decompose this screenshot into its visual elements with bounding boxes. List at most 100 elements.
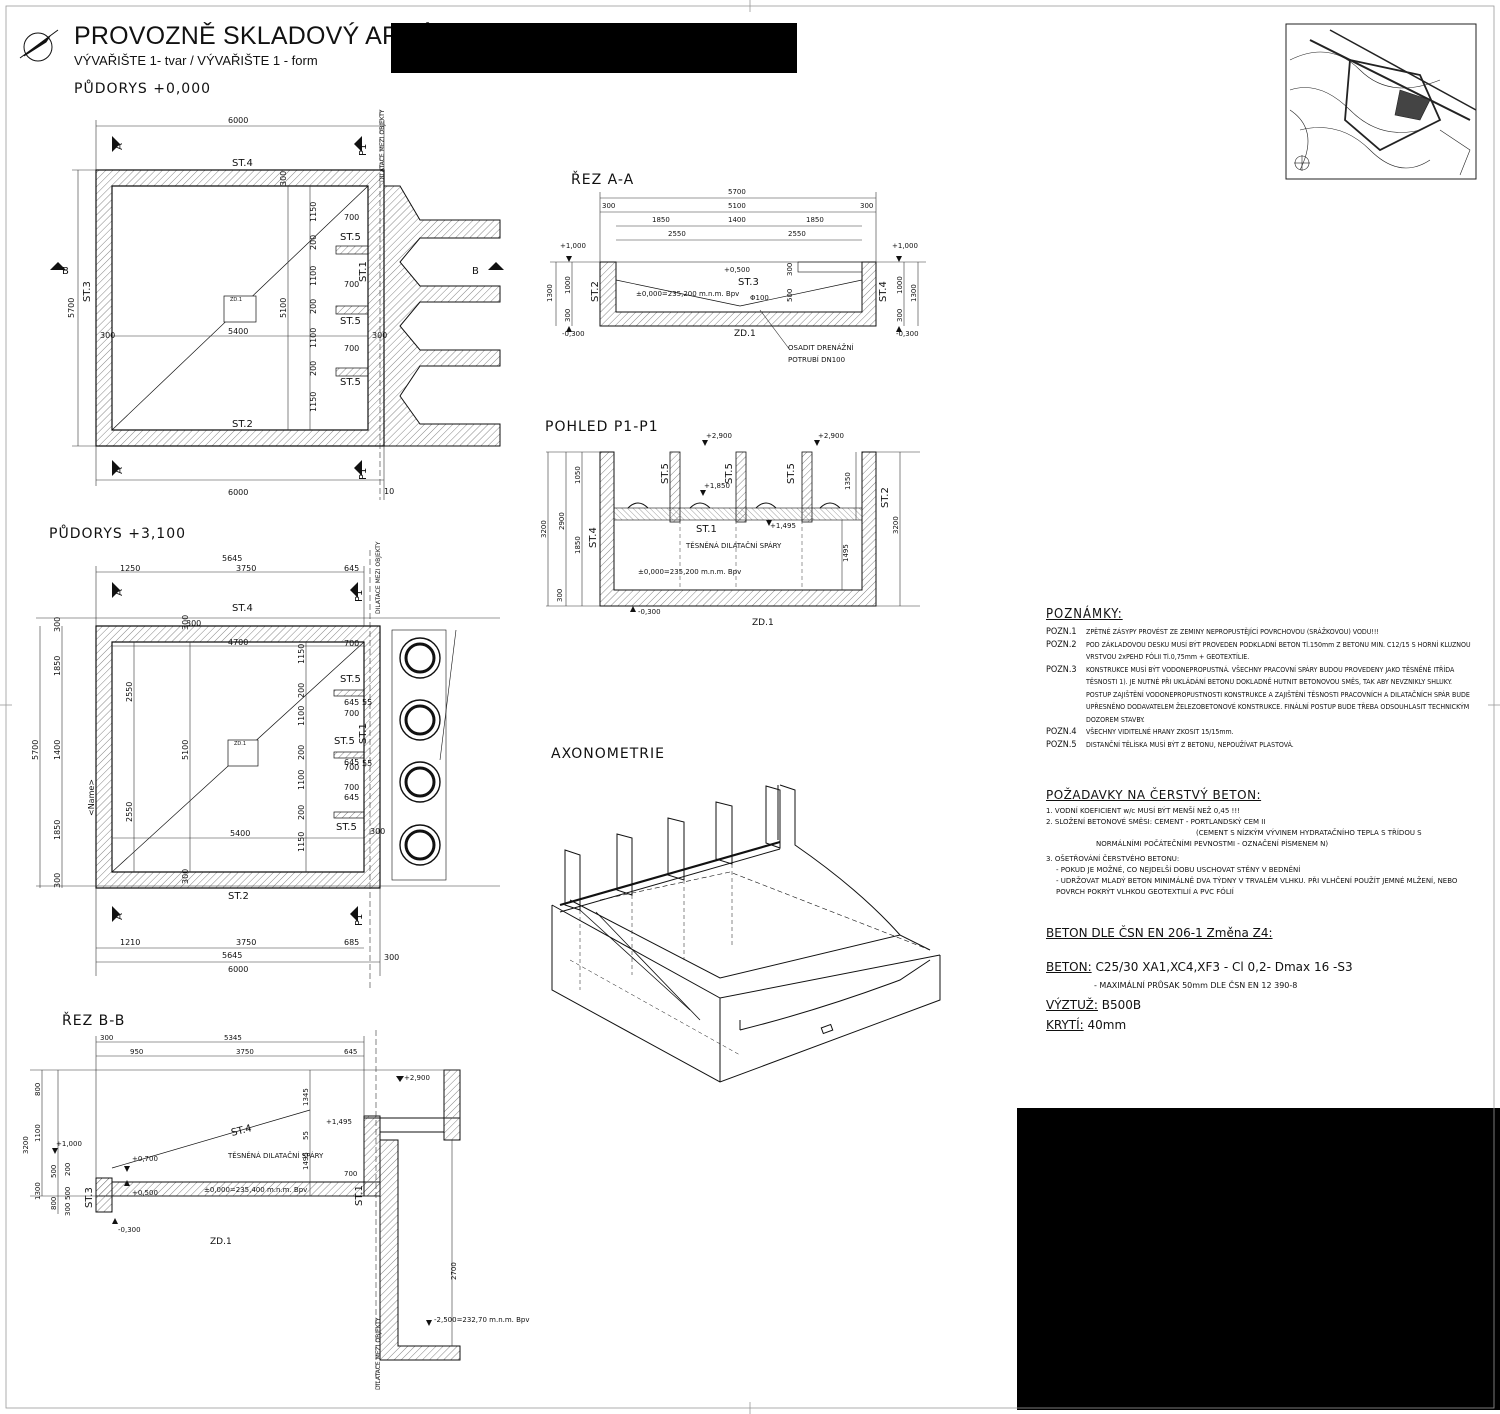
redacted-block-bottom xyxy=(1017,1108,1500,1410)
svg-text:1000: 1000 xyxy=(564,276,572,294)
spec-reinforcement: VÝZTUŽ: B500B xyxy=(1046,998,1142,1012)
svg-text:500: 500 xyxy=(786,289,794,302)
svg-text:1850: 1850 xyxy=(652,216,670,224)
svg-text:3750: 3750 xyxy=(236,564,256,573)
svg-text:ST.5: ST.5 xyxy=(660,463,671,484)
svg-text:B: B xyxy=(472,266,479,277)
svg-text:5400: 5400 xyxy=(230,829,250,838)
svg-text:1300: 1300 xyxy=(910,284,918,302)
svg-text:1850: 1850 xyxy=(53,820,62,840)
svg-text:ST.4: ST.4 xyxy=(232,158,253,169)
svg-text:200: 200 xyxy=(297,805,306,820)
svg-text:200: 200 xyxy=(309,299,318,314)
svg-text:700: 700 xyxy=(344,213,359,222)
svg-text:ST.5: ST.5 xyxy=(340,232,361,243)
svg-text:700: 700 xyxy=(344,709,359,718)
svg-text:Φ100: Φ100 xyxy=(750,294,769,302)
svg-text:2550: 2550 xyxy=(668,230,686,238)
svg-text:200: 200 xyxy=(309,235,318,250)
svg-text:300: 300 xyxy=(186,619,201,628)
svg-text:-0,300: -0,300 xyxy=(562,330,585,338)
svg-text:200: 200 xyxy=(309,361,318,376)
svg-text:200: 200 xyxy=(64,1163,72,1176)
svg-text:5100: 5100 xyxy=(181,740,190,760)
svg-text:ST.2: ST.2 xyxy=(232,419,253,430)
section-aa-outline xyxy=(550,192,926,351)
section-bb-outline xyxy=(30,1030,461,1390)
svg-text:1100: 1100 xyxy=(297,770,306,790)
view-p1-labels: +2,900 +2,900 +1,850 +1,495 ±0,000=235,2… xyxy=(540,432,900,628)
svg-text:ST.5: ST.5 xyxy=(334,736,355,747)
svg-text:-0,300: -0,300 xyxy=(896,330,919,338)
svg-text:2550: 2550 xyxy=(125,802,134,822)
svg-text:10: 10 xyxy=(384,487,394,496)
svg-text:1100: 1100 xyxy=(34,1124,42,1142)
requirement-line: (CEMENT S NÍZKÝM VÝVINEM HYDRATAČNÍHO TE… xyxy=(1196,829,1422,837)
concrete-norm-heading: BETON DLE ČSN EN 206-1 Změna Z4: xyxy=(1046,926,1273,940)
spec-concrete-note: - MAXIMÁLNÍ PRŮSAK 50mm DLE ČSN EN 12 39… xyxy=(1094,981,1298,990)
svg-text:TĚSNĚNÁ DILATAČNÍ SPÁRY: TĚSNĚNÁ DILATAČNÍ SPÁRY xyxy=(227,1151,324,1160)
svg-text:55: 55 xyxy=(362,698,372,707)
svg-text:300: 300 xyxy=(279,171,288,186)
view-title-plan-3100: PŮDORYS +3,100 xyxy=(49,526,187,542)
svg-text:P1: P1 xyxy=(358,468,369,480)
svg-text:1150: 1150 xyxy=(309,202,318,222)
svg-text:645: 645 xyxy=(344,698,359,707)
svg-text:6000: 6000 xyxy=(228,488,248,497)
svg-text:1850: 1850 xyxy=(53,656,62,676)
svg-text:1150: 1150 xyxy=(309,392,318,412)
svg-text:DILATACE MEZI OBJEKTY: DILATACE MEZI OBJEKTY xyxy=(375,1317,382,1390)
svg-text:300: 300 xyxy=(100,1034,113,1042)
svg-text:ST.1: ST.1 xyxy=(358,261,369,282)
svg-text:1495: 1495 xyxy=(302,1152,310,1170)
svg-text:B: B xyxy=(62,266,69,277)
svg-text:ZD.1: ZD.1 xyxy=(734,329,756,339)
svg-text:ST.1: ST.1 xyxy=(354,1185,365,1206)
view-p1-outline xyxy=(546,440,920,612)
svg-text:1495: 1495 xyxy=(842,544,850,562)
svg-text:A: A xyxy=(114,913,125,920)
svg-text:ST.3: ST.3 xyxy=(84,1187,95,1208)
svg-text:3750: 3750 xyxy=(236,938,256,947)
svg-text:300: 300 xyxy=(602,202,615,210)
section-bb-labels: 5345 300 950 3750 645 +2,900 +1,495 +0,7… xyxy=(22,1034,530,1390)
svg-text:3200: 3200 xyxy=(540,520,548,538)
svg-text:300: 300 xyxy=(370,827,385,836)
svg-text:5100: 5100 xyxy=(279,298,288,318)
svg-text:P1: P1 xyxy=(354,914,365,926)
svg-text:300: 300 xyxy=(53,873,62,888)
redacted-block-top xyxy=(391,23,797,73)
svg-text:+1,000: +1,000 xyxy=(892,242,918,250)
svg-text:1345: 1345 xyxy=(302,1088,310,1106)
svg-text:1250: 1250 xyxy=(120,564,140,573)
svg-text:300: 300 xyxy=(181,869,190,884)
svg-text:700: 700 xyxy=(344,344,359,353)
svg-text:1100: 1100 xyxy=(309,266,318,286)
svg-text:300: 300 xyxy=(564,309,572,322)
svg-text:800: 800 xyxy=(50,1197,58,1210)
svg-text:2550: 2550 xyxy=(788,230,806,238)
view-title-axonometry: AXONOMETRIE xyxy=(551,746,665,762)
svg-text:ST.4: ST.4 xyxy=(588,527,599,548)
svg-text:A: A xyxy=(114,467,125,474)
requirement-line: 1. VODNÍ KOEFICIENT w/c MUSÍ BÝT MENŠÍ N… xyxy=(1046,807,1240,815)
svg-text:5100: 5100 xyxy=(728,202,746,210)
svg-text:1150: 1150 xyxy=(297,832,306,852)
svg-text:685: 685 xyxy=(344,938,359,947)
svg-text:+1,000: +1,000 xyxy=(560,242,586,250)
svg-text:200: 200 xyxy=(297,683,306,698)
svg-text:2700: 2700 xyxy=(450,1262,458,1280)
svg-text:ZD.1: ZD.1 xyxy=(210,1237,232,1247)
svg-text:A: A xyxy=(114,589,125,596)
svg-text:+2,900: +2,900 xyxy=(404,1074,430,1082)
svg-text:P1: P1 xyxy=(358,144,369,156)
svg-text:ST.5: ST.5 xyxy=(340,377,361,388)
spec-cover: KRYTÍ: 40mm xyxy=(1046,1018,1127,1032)
svg-text:300: 300 xyxy=(556,589,564,602)
svg-text:55: 55 xyxy=(302,1131,310,1140)
svg-text:1400: 1400 xyxy=(728,216,746,224)
requirement-line: - UDRŽOVAT MLADÝ BETON MINIMÁLNĚ DVA TÝD… xyxy=(1056,877,1458,885)
svg-text:ST.1: ST.1 xyxy=(358,723,369,744)
